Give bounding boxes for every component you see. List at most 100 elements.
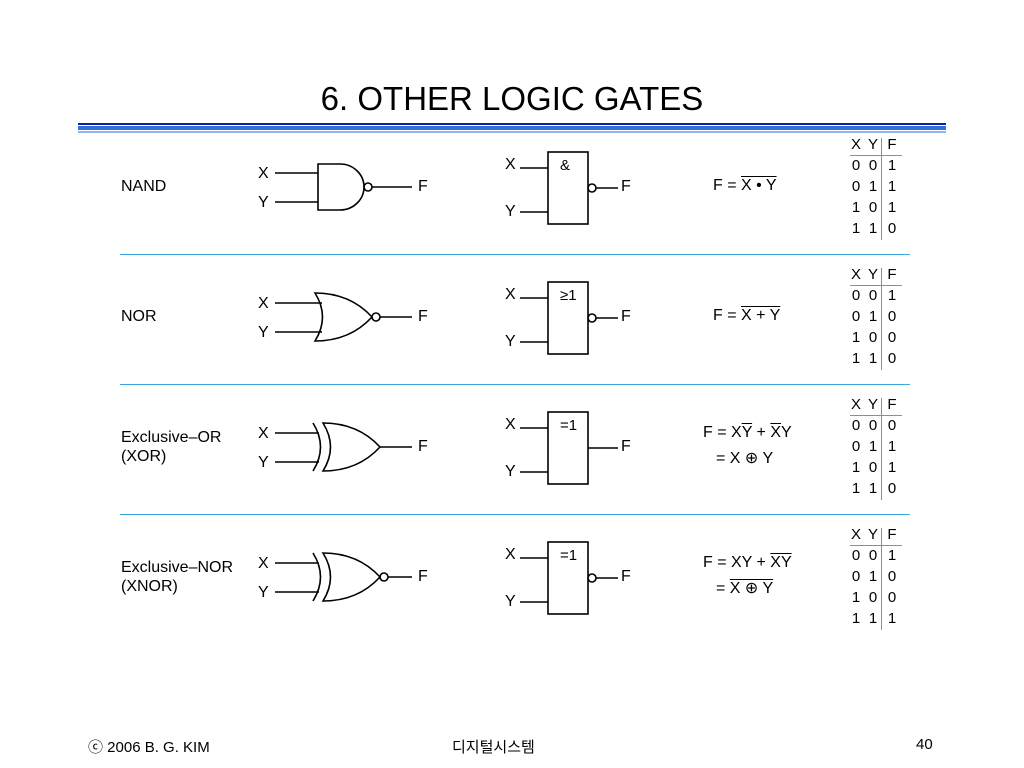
truth-table-header-rule bbox=[850, 545, 902, 546]
truth-table-cell: 0 bbox=[851, 417, 861, 434]
truth-table-cell: 1 bbox=[868, 350, 878, 367]
truth-table-cell: 1 bbox=[887, 547, 897, 564]
page-number: 40 bbox=[916, 736, 933, 753]
truth-table-cell: 1 bbox=[887, 610, 897, 627]
ieee-output-f-label: F bbox=[621, 178, 631, 195]
truth-table-header: F bbox=[887, 266, 897, 283]
input-y-label: Y bbox=[258, 454, 269, 471]
truth-table-cell: 0 bbox=[887, 480, 897, 497]
truth-table-divider bbox=[881, 138, 882, 240]
truth-table-header: X bbox=[850, 526, 861, 543]
truth-table-cell: 1 bbox=[851, 199, 861, 216]
output-f-label: F bbox=[418, 438, 428, 455]
boolean-expression-simplified: = X ⊕ Y bbox=[716, 450, 774, 467]
output-f-label: F bbox=[418, 308, 428, 325]
truth-table-cell: 0 bbox=[868, 157, 878, 174]
boolean-expression: F = XY + XY bbox=[703, 424, 792, 441]
truth-table-divider bbox=[881, 268, 882, 370]
truth-table-cell: 0 bbox=[851, 287, 861, 304]
input-y-label: Y bbox=[258, 324, 269, 341]
truth-table-cell: 1 bbox=[851, 220, 861, 237]
truth-table-header: X bbox=[850, 396, 861, 413]
ieee-symbol-label: ≥1 bbox=[560, 287, 577, 304]
row-separator bbox=[120, 514, 910, 515]
truth-table-cell: 1 bbox=[851, 459, 861, 476]
ieee-output-f-label: F bbox=[621, 438, 631, 455]
truth-table-header: X bbox=[850, 266, 861, 283]
ieee-input-y-label: Y bbox=[505, 333, 516, 350]
truth-table-cell: 1 bbox=[868, 220, 878, 237]
input-x-label: X bbox=[258, 555, 269, 572]
truth-table-cell: 1 bbox=[851, 480, 861, 497]
output-f-label: F bbox=[418, 568, 428, 585]
truth-table-header-rule bbox=[850, 415, 902, 416]
row-separator bbox=[120, 254, 910, 255]
truth-table-header: Y bbox=[867, 136, 878, 153]
ieee-input-x-label: X bbox=[505, 156, 516, 173]
truth-table-cell: 0 bbox=[868, 547, 878, 564]
title-rule-thin bbox=[78, 123, 946, 125]
boolean-expression: F = X • Y bbox=[713, 177, 777, 194]
input-y-label: Y bbox=[258, 194, 269, 211]
truth-table-cell: 1 bbox=[887, 287, 897, 304]
ieee-input-x-label: X bbox=[505, 286, 516, 303]
nor-gate-symbol bbox=[275, 281, 618, 355]
truth-table-cell: 0 bbox=[868, 199, 878, 216]
truth-table-cell: 0 bbox=[851, 438, 861, 455]
truth-table-header: Y bbox=[867, 526, 878, 543]
truth-table-cell: 1 bbox=[868, 308, 878, 325]
boolean-expression-simplified: = X ⊕ Y bbox=[716, 580, 774, 597]
truth-table-cell: 1 bbox=[887, 199, 897, 216]
xor-gate-symbol bbox=[275, 411, 618, 485]
truth-table-cell: 1 bbox=[887, 157, 897, 174]
truth-table-cell: 0 bbox=[851, 568, 861, 585]
input-x-label: X bbox=[258, 295, 269, 312]
ieee-input-x-label: X bbox=[505, 416, 516, 433]
truth-table-cell: 1 bbox=[887, 438, 897, 455]
ieee-output-f-label: F bbox=[621, 568, 631, 585]
truth-table-cell: 0 bbox=[887, 568, 897, 585]
gate-name: (XOR) bbox=[121, 448, 167, 465]
truth-table-divider bbox=[881, 398, 882, 500]
truth-table-header-rule bbox=[850, 285, 902, 286]
ieee-input-x-label: X bbox=[505, 546, 516, 563]
nand-gate-symbol bbox=[275, 151, 618, 225]
truth-table-header: F bbox=[887, 526, 897, 543]
ieee-symbol-label: =1 bbox=[560, 417, 578, 434]
truth-table-cell: 0 bbox=[851, 547, 861, 564]
footer-center: 디지털시스템 bbox=[452, 739, 535, 756]
ieee-input-y-label: Y bbox=[505, 203, 516, 220]
truth-table-cell: 1 bbox=[851, 329, 861, 346]
truth-table-cell: 1 bbox=[868, 178, 878, 195]
truth-table-cell: 1 bbox=[887, 459, 897, 476]
input-x-label: X bbox=[258, 165, 269, 182]
ieee-input-y-label: Y bbox=[505, 593, 516, 610]
truth-table-cell: 1 bbox=[868, 610, 878, 627]
truth-table-cell: 1 bbox=[887, 178, 897, 195]
truth-table-cell: 0 bbox=[868, 589, 878, 606]
truth-table-divider bbox=[881, 528, 882, 630]
truth-table-cell: 1 bbox=[851, 350, 861, 367]
row-separator bbox=[120, 384, 910, 385]
ieee-symbol-label: & bbox=[560, 157, 571, 174]
truth-table-cell: 0 bbox=[887, 589, 897, 606]
boolean-expression: F = X + Y bbox=[713, 307, 781, 324]
output-f-label: F bbox=[418, 178, 428, 195]
truth-table-header: X bbox=[850, 136, 861, 153]
gate-name: (XNOR) bbox=[121, 578, 178, 595]
truth-table-cell: 0 bbox=[868, 459, 878, 476]
gate-name: NOR bbox=[121, 308, 157, 325]
title-rule-thick bbox=[78, 126, 946, 130]
gate-name: Exclusive–NOR bbox=[121, 559, 234, 576]
xnor-gate-symbol bbox=[275, 541, 618, 615]
truth-table-cell: 0 bbox=[851, 178, 861, 195]
truth-table-header-rule bbox=[850, 155, 902, 156]
truth-table-cell: 0 bbox=[868, 417, 878, 434]
truth-table-cell: 0 bbox=[851, 308, 861, 325]
truth-table-header: Y bbox=[867, 266, 878, 283]
truth-table-header: Y bbox=[867, 396, 878, 413]
truth-table-cell: 0 bbox=[887, 417, 897, 434]
page-title: 6. OTHER LOGIC GATES bbox=[320, 80, 704, 117]
truth-table-cell: 0 bbox=[868, 287, 878, 304]
truth-table-cell: 1 bbox=[868, 480, 878, 497]
